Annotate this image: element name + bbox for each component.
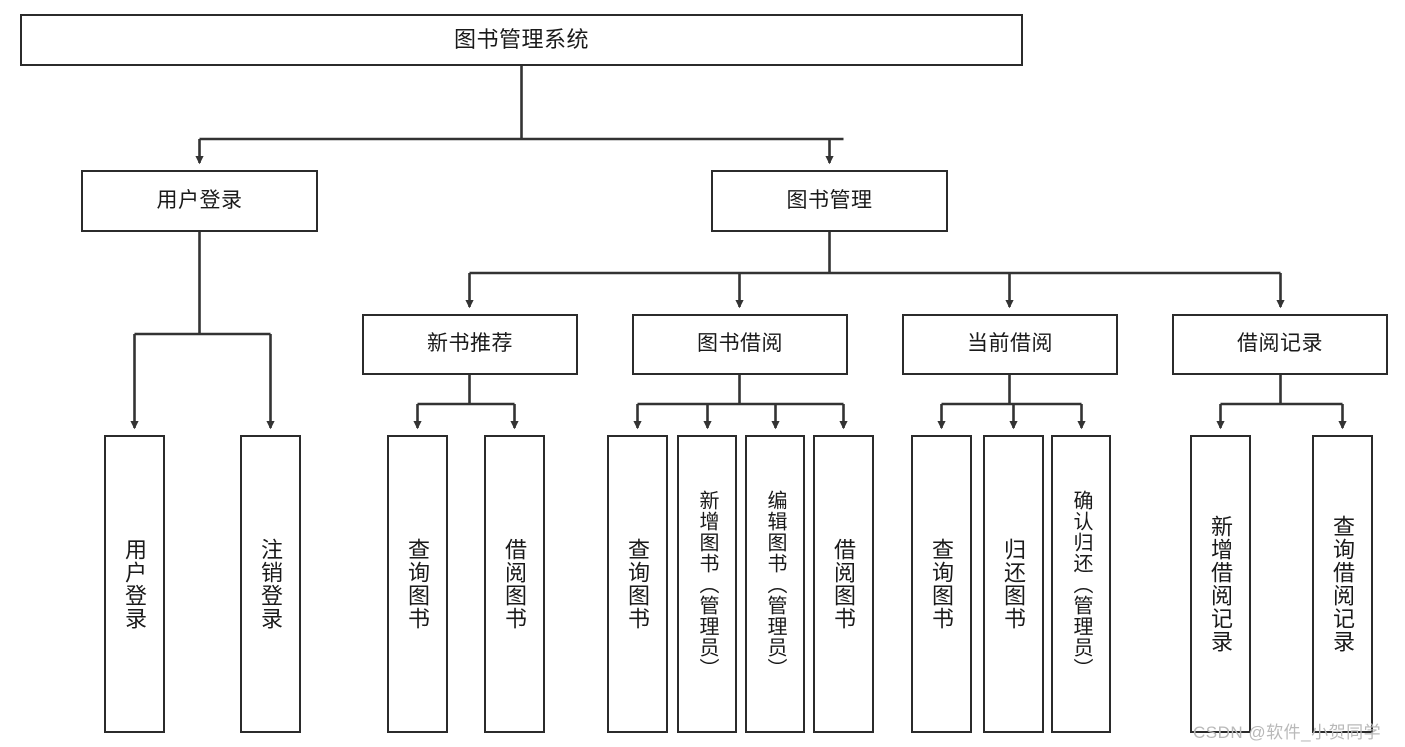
- node-root[interactable]: 图书管理系统: [20, 14, 1023, 66]
- node-user-login[interactable]: 用户登录: [81, 170, 318, 232]
- node-book-management[interactable]: 图书管理: [711, 170, 948, 232]
- node-new-book-recommend[interactable]: 新书推荐: [362, 314, 578, 375]
- node-leaf-query-record-label: 查询借阅记录: [1330, 515, 1356, 653]
- node-book-borrow-label: 图书借阅: [697, 332, 783, 356]
- node-leaf-return-book-label: 归还图书: [1001, 538, 1027, 630]
- node-leaf-logout-login-label: 注销登录: [258, 538, 284, 630]
- node-leaf-confirm-return[interactable]: 确认归还（管理员）: [1051, 435, 1111, 733]
- node-leaf-add-record[interactable]: 新增借阅记录: [1190, 435, 1251, 733]
- node-leaf-edit-book[interactable]: 编辑图书（管理员）: [745, 435, 805, 733]
- node-leaf-edit-book-label: 编辑图书（管理员）: [764, 489, 786, 679]
- node-leaf-user-login[interactable]: 用户登录: [104, 435, 165, 733]
- watermark-text: CSDN @软件_小贺同学: [1193, 723, 1382, 742]
- node-book-management-label: 图书管理: [786, 188, 873, 212]
- node-borrow-record[interactable]: 借阅记录: [1172, 314, 1388, 375]
- node-leaf-borrow-book-2-label: 借阅图书: [831, 538, 857, 630]
- node-borrow-record-label: 借阅记录: [1237, 332, 1323, 356]
- node-leaf-borrow-book-1-label: 借阅图书: [502, 538, 528, 630]
- node-root-label: 图书管理系统: [453, 27, 589, 53]
- node-user-login-label: 用户登录: [156, 188, 243, 212]
- node-leaf-user-login-label: 用户登录: [122, 538, 148, 630]
- node-leaf-query-book-1[interactable]: 查询图书: [387, 435, 448, 733]
- node-leaf-query-book-3[interactable]: 查询图书: [911, 435, 972, 733]
- node-leaf-query-record[interactable]: 查询借阅记录: [1312, 435, 1373, 733]
- node-leaf-confirm-return-label: 确认归还（管理员）: [1070, 489, 1092, 679]
- node-leaf-query-book-1-label: 查询图书: [405, 538, 431, 630]
- node-leaf-borrow-book-2[interactable]: 借阅图书: [813, 435, 874, 733]
- node-leaf-add-record-label: 新增借阅记录: [1208, 515, 1234, 653]
- node-leaf-query-book-3-label: 查询图书: [929, 538, 955, 630]
- node-leaf-query-book-2[interactable]: 查询图书: [607, 435, 668, 733]
- node-new-book-recommend-label: 新书推荐: [427, 332, 513, 356]
- node-leaf-return-book[interactable]: 归还图书: [983, 435, 1044, 733]
- node-leaf-logout-login[interactable]: 注销登录: [240, 435, 301, 733]
- node-book-borrow[interactable]: 图书借阅: [632, 314, 848, 375]
- node-leaf-add-book[interactable]: 新增图书（管理员）: [677, 435, 737, 733]
- node-current-borrow[interactable]: 当前借阅: [902, 314, 1118, 375]
- node-leaf-query-book-2-label: 查询图书: [625, 538, 651, 630]
- node-leaf-borrow-book-1[interactable]: 借阅图书: [484, 435, 545, 733]
- node-current-borrow-label: 当前借阅: [967, 332, 1053, 356]
- node-leaf-add-book-label: 新增图书（管理员）: [696, 489, 718, 679]
